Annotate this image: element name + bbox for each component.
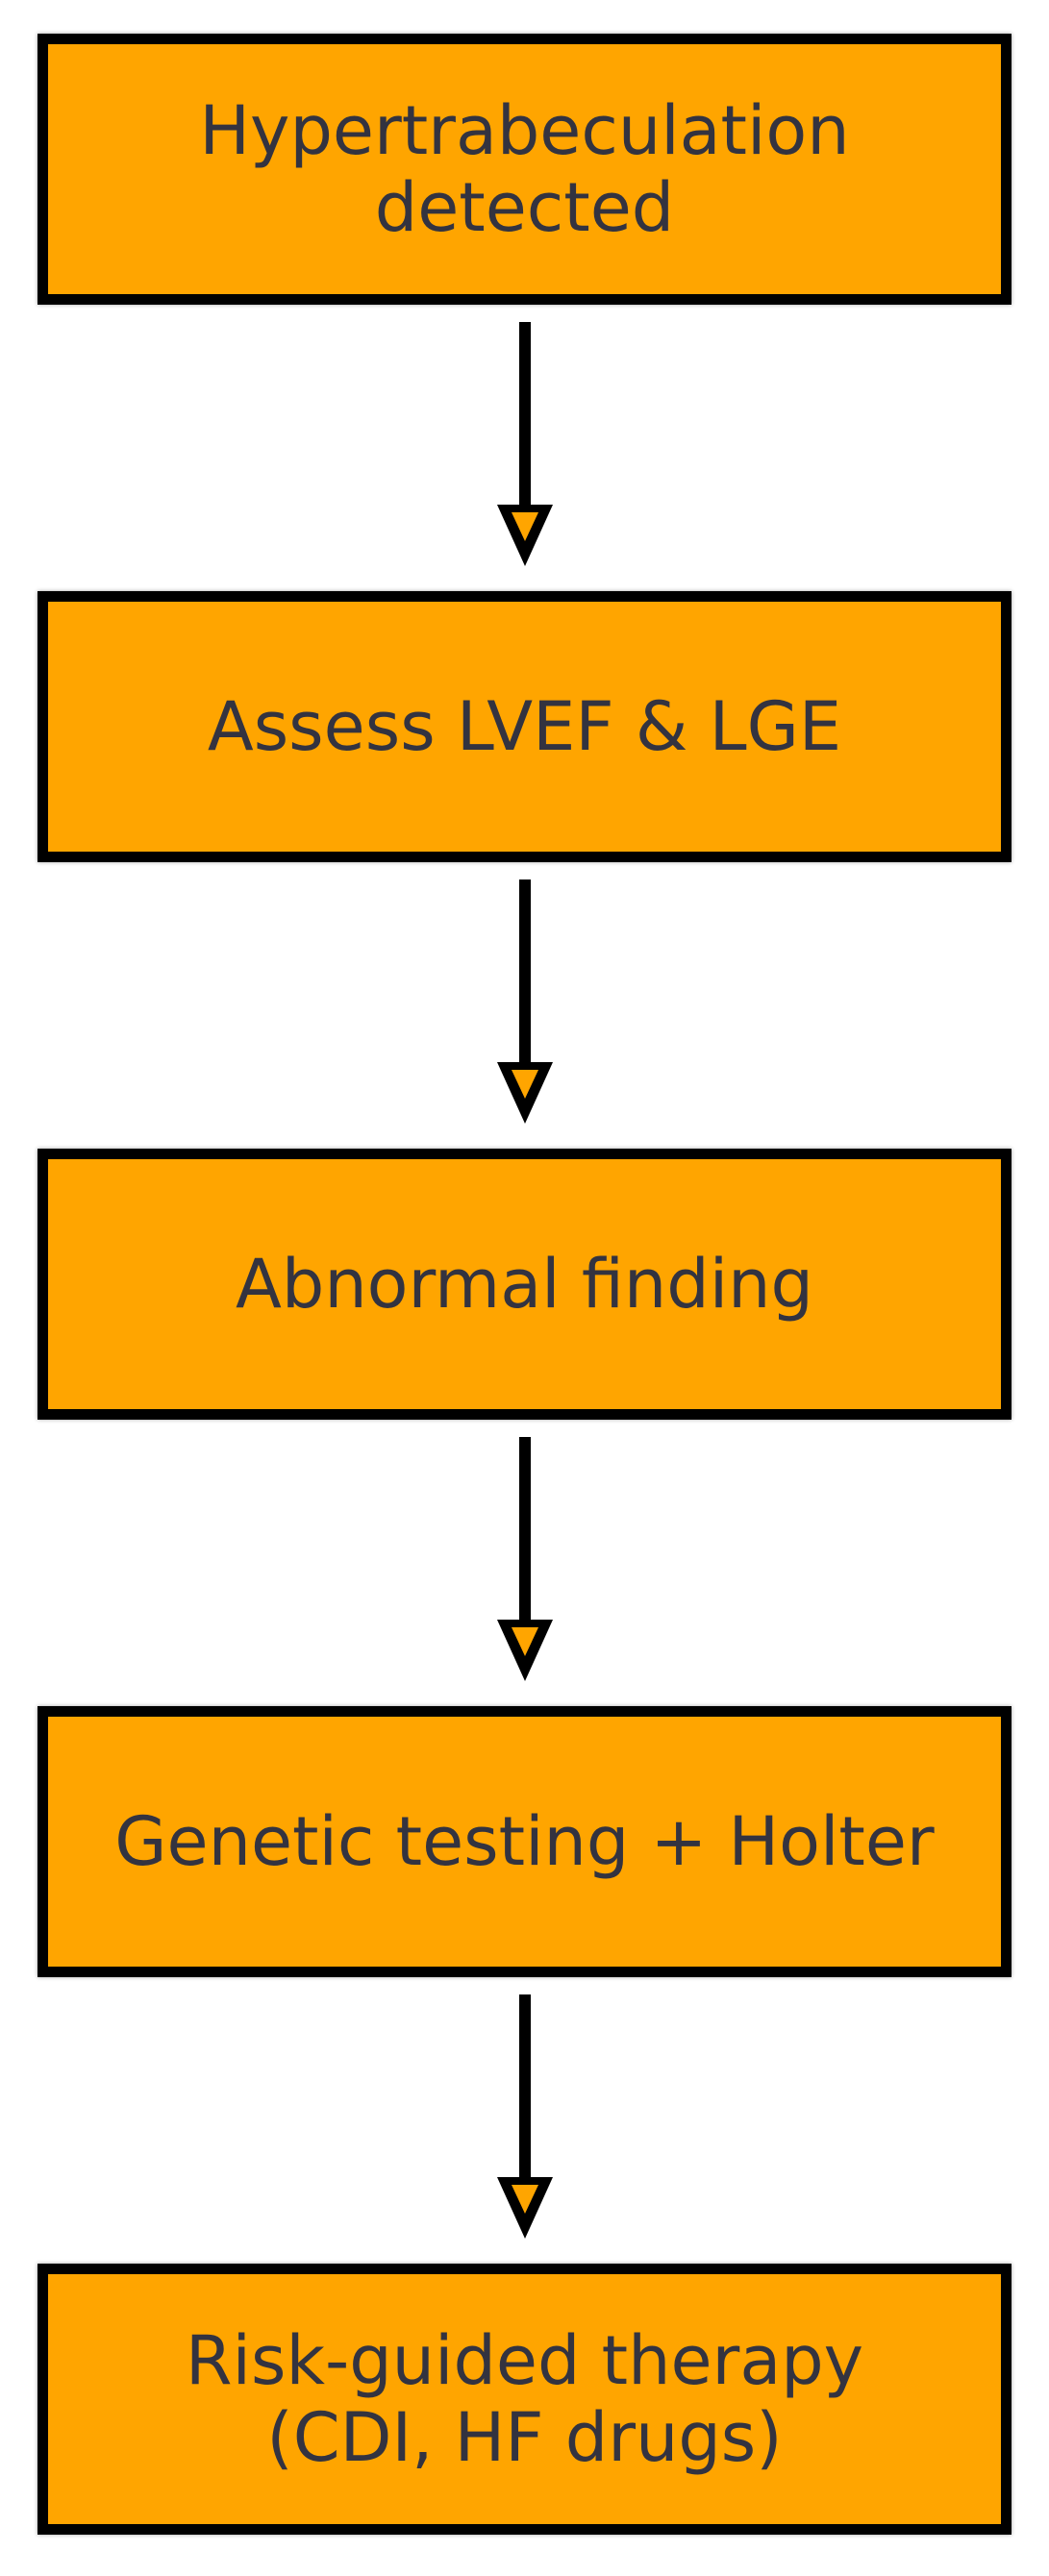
node-label-line: Hypertrabeculation [199, 91, 850, 170]
node-assess-lvef-lge: Assess LVEF & LGE [37, 591, 1012, 862]
flow-arrow-down-icon [496, 1437, 553, 1681]
node-label: Assess LVEF & LGE [208, 688, 841, 765]
node-abnormal-finding: Abnormal finding [37, 1149, 1012, 1420]
node-risk-guided-therapy: Risk-guided therapy (CDI, HF drugs) [37, 2264, 1012, 2535]
flow-arrow-down-icon [496, 322, 553, 566]
node-hypertrabeculation-detected: Hypertrabeculation detected [37, 34, 1012, 305]
node-label-line: (CDI, HF drugs) [266, 2398, 783, 2477]
node-label-line: Genetic testing + Holter [114, 1802, 935, 1881]
node-label-line: Risk-guided therapy [185, 2321, 864, 2400]
node-label-line: Assess LVEF & LGE [207, 687, 842, 766]
node-genetic-testing-holter: Genetic testing + Holter [37, 1706, 1012, 1977]
node-label: Abnormal finding [236, 1246, 813, 1323]
node-label: Risk-guided therapy (CDI, HF drugs) [186, 2322, 863, 2476]
flow-arrow-down-icon [496, 1994, 553, 2239]
node-label: Genetic testing + Holter [114, 1803, 934, 1880]
node-label-line: Abnormal finding [236, 1245, 813, 1324]
node-label-line: detected [374, 168, 675, 247]
flow-arrow-down-icon [496, 879, 553, 1124]
node-label: Hypertrabeculation detected [199, 92, 849, 246]
